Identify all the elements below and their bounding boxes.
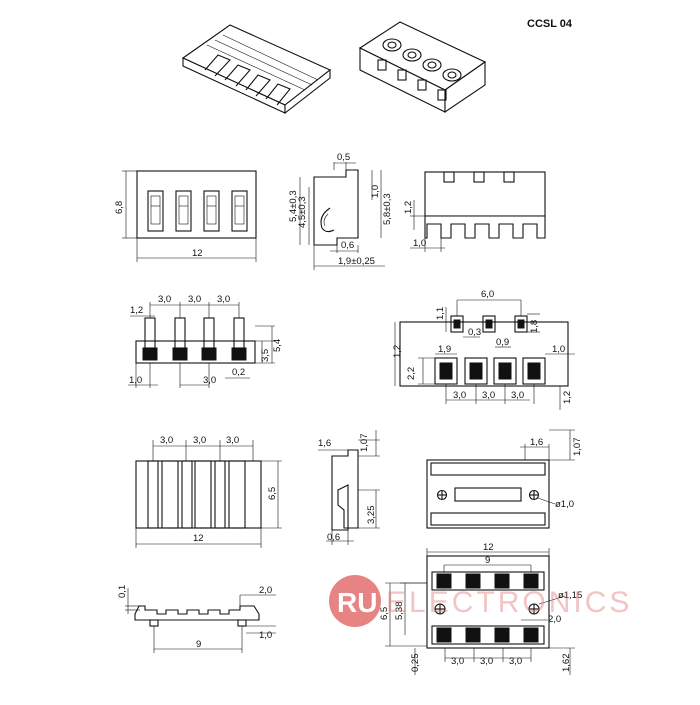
fp-pad-gap: 0,3 — [468, 327, 481, 338]
fp-right-w: 1,0 — [552, 344, 565, 355]
side2-mid: 3,25 — [366, 506, 377, 525]
side2-r: 1,07 — [359, 434, 370, 453]
pin-gap: 0,2 — [232, 367, 245, 378]
side-e: 0,6 — [341, 240, 354, 251]
smd-view: 12 9 6,5 5,38 ø1,15 2,0 0,25 3,0 3,0 3,0… — [379, 542, 582, 675]
side-f: 1,9±0,25 — [338, 256, 375, 267]
front-width: 12 — [192, 248, 203, 259]
side-c: 1,0 — [370, 185, 381, 198]
edge-tab: 2,0 — [259, 585, 272, 596]
bottom-a: 1,6 — [530, 437, 543, 448]
side-view-2: 1,6 1,07 3,25 0,6 — [318, 430, 380, 545]
back-view: 1,2 1,0 — [403, 171, 546, 252]
fp-pad-h: 1,1 — [435, 307, 446, 320]
side2-top: 1,6 — [318, 438, 331, 449]
front-view: 6,8 12 — [114, 170, 257, 262]
side-b: 4,5±0,3 — [297, 196, 308, 228]
fp-p1: 3,0 — [453, 390, 466, 401]
top-h: 6,5 — [267, 487, 278, 500]
side-view: 0,5 5,4±0,3 4,5±0,3 1,0 5,8±0,3 0,6 1,9±… — [288, 152, 393, 270]
top-view: 3,0 3,0 3,0 6,5 12 — [135, 435, 282, 548]
side2-bot: 0,6 — [327, 532, 340, 543]
edge-pitch: 9 — [196, 639, 201, 650]
top-w: 12 — [193, 533, 204, 544]
smd-h1: 6,5 — [379, 607, 390, 620]
fp-pad2-h: 2,2 — [406, 367, 417, 380]
footprint-view: 6,0 1,1 0,3 1,8 0,9 1,2 1,9 2,2 1,0 1,2 … — [392, 289, 575, 410]
front-height: 6,8 — [114, 201, 125, 214]
smd-hw: 2,0 — [548, 614, 561, 625]
watermark-badge-circle — [329, 575, 381, 627]
smd-hole: ø1,15 — [558, 590, 582, 601]
smd-w: 12 — [483, 542, 494, 553]
fp-p2: 3,0 — [482, 390, 495, 401]
smd-bot: 0,25 — [410, 654, 421, 673]
pin-h1: 3,5 — [260, 349, 271, 362]
back-h: 1,2 — [403, 201, 414, 214]
watermark: RU ELECTRONICS — [329, 575, 632, 627]
fp-p3: 3,0 — [511, 390, 524, 401]
top-p3: 3,0 — [226, 435, 239, 446]
edge-bot: 1,0 — [259, 630, 272, 641]
side-a: 5,4±0,3 — [288, 190, 299, 222]
smd-p1: 3,0 — [451, 656, 464, 667]
smd-p3: 3,0 — [509, 656, 522, 667]
pin-mid: 3,0 — [203, 375, 216, 386]
watermark-badge: RU — [337, 587, 377, 618]
bottom-b: 1,07 — [572, 438, 583, 457]
top-p2: 3,0 — [193, 435, 206, 446]
pin-p2: 3,0 — [188, 294, 201, 305]
pin-p1: 3,0 — [158, 294, 171, 305]
fp-right-h: 1,2 — [562, 391, 573, 404]
pin-left: 1,0 — [129, 375, 142, 386]
top-p1: 3,0 — [160, 435, 173, 446]
fp-span: 6,0 — [481, 289, 494, 300]
fp-pitch-small: 0,9 — [496, 337, 509, 348]
bottom-hole: ø1,0 — [555, 499, 574, 510]
watermark-text: ELECTRONICS — [386, 586, 632, 619]
back-w: 1,0 — [413, 238, 426, 249]
pin-h2: 5,4 — [272, 339, 283, 352]
edge-h: 0,1 — [117, 585, 128, 598]
fp-left-h: 1,2 — [392, 345, 403, 358]
smd-inner: 9 — [485, 555, 490, 566]
smd-right: 1,62 — [561, 654, 572, 673]
iso-view-contacts — [358, 21, 487, 114]
side-top: 0,5 — [337, 152, 350, 163]
bottom-view: 1,6 1,07 ø1,0 — [426, 429, 583, 529]
fp-pad-r: 1,8 — [529, 320, 540, 333]
smd-h2: 5,38 — [394, 602, 405, 621]
pin-top: 1,2 — [130, 305, 143, 316]
smd-p2: 3,0 — [480, 656, 493, 667]
edge-view: 0,1 2,0 9 1,0 — [117, 585, 276, 653]
side-d: 5,8±0,3 — [382, 193, 393, 225]
fp-pad2-w: 1,9 — [438, 344, 451, 355]
part-code: CCSL 04 — [527, 18, 573, 30]
pin-view: 3,0 3,0 3,0 1,2 3,5 5,4 1,0 3,0 0,2 — [128, 294, 283, 388]
iso-view-top — [181, 24, 332, 115]
pin-p3: 3,0 — [217, 294, 230, 305]
